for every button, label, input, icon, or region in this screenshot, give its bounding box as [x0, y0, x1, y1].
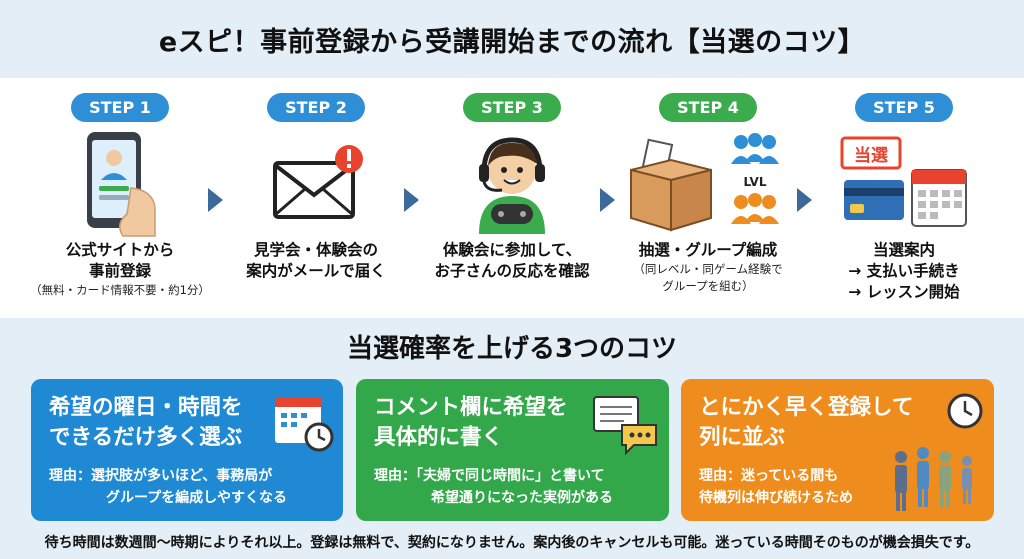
ballot-box-icon: LVL [630, 133, 779, 232]
tip-2-reason-2: 希望通りになった実例がある [431, 490, 613, 506]
step-1-text-2: 事前登録 [88, 262, 151, 280]
step-1-label: STEP 1 [71, 93, 169, 122]
speech-bubble-icon [621, 424, 657, 455]
queue-people-icon [895, 447, 972, 511]
step-arrow-3 [600, 188, 615, 212]
step-3-text-2: お子さんの反応を確認 [434, 262, 590, 280]
footer-note: 待ち時間は数週間〜時期によりそれ以上。登録は無料で、契約になりません。案内後のキ… [44, 535, 980, 551]
step-1-text-1: 公式サイトから [65, 241, 175, 259]
calendar-clock-icon [275, 397, 334, 452]
step-2-text-2: 案内がメールで届く [246, 262, 386, 280]
payment-card-icon [844, 180, 904, 220]
step-3: STEP 3 体験会に参加して、 お子さんの反応を確認 [414, 78, 610, 318]
tip-1-reason: 理由：選択肢が多いほど、事務局が グループを編成しやすくなる [49, 465, 287, 509]
tips-title: 当選確率を上げる3つのコツ [346, 334, 678, 364]
step-5-text-3: → レッスン開始 [848, 283, 960, 301]
tip-card-2: コメント欄に希望を 具体的に書く 理由：「夫婦で同じ時間に」と書いて 希望通りに… [356, 379, 669, 521]
step-arrow-1 [208, 188, 223, 212]
steps-panel: STEP 1 公式サイトから 事前登録 （無料・カード情報不要・約1分） STE… [0, 78, 1024, 318]
svg-text:LVL: LVL [744, 175, 767, 189]
step-1: STEP 1 公式サイトから 事前登録 （無料・カード情報不要・約1分） [22, 78, 218, 318]
step-5-text-1: 当選案内 [872, 241, 935, 259]
step-5-text-2: → 支払い手続き [848, 262, 960, 280]
step-5-label: STEP 5 [855, 93, 953, 122]
step-arrow-4 [797, 188, 812, 212]
clock-icon [947, 393, 983, 429]
page-title: eスピ！事前登録から受講開始までの流れ【当選のコツ】 [158, 26, 866, 58]
step-4-note-2: グループを組む） [662, 279, 754, 293]
tip-2-title-1: コメント欄に希望を [374, 395, 568, 420]
step-5: STEP 5 当選 当選案内 → 支払い手続き [806, 78, 1002, 318]
tip-2-title-2: 具体的に書く [374, 425, 504, 450]
tip-1-reason-2: グループを編成しやすくなる [106, 490, 288, 506]
step-1-note: （無料・カード情報不要・約1分） [30, 283, 210, 297]
tip-card-1: 希望の曜日・時間を できるだけ多く選ぶ 理由：選択肢が多いほど、事務局が グルー… [31, 379, 343, 521]
step-4-note-1: （同レベル・同ゲーム経験で [633, 262, 783, 276]
tip-2-reason: 理由：「夫婦で同じ時間に」と書いて 希望通りになった実例がある [374, 465, 613, 509]
tip-1-title-1: 希望の曜日・時間を [49, 395, 243, 420]
tip-card-3: とにかく早く登録して 列に並ぶ 理由：迷っている間も 待機列は伸び続けるため [681, 379, 994, 521]
svg-text:当選: 当選 [854, 145, 888, 166]
tip-3-title-2: 列に並ぶ [699, 425, 786, 450]
calendar-icon [911, 169, 967, 227]
tip-3-reason-2: 待機列は伸び続けるため [699, 490, 853, 506]
tip-1-title-2: できるだけ多く選ぶ [49, 425, 243, 450]
step-4-text-1: 抽選・グループ編成 [638, 241, 778, 259]
step-4: STEP 4 LVL 抽選・グループ編成 （同レベル・同ゲーム経験で グループを… [610, 78, 806, 318]
ballot-groups-area: LVL [623, 128, 793, 240]
step-2-label: STEP 2 [267, 93, 365, 122]
step-2: STEP 2 見学会・体験会の 案内がメールで届く [218, 78, 414, 318]
people-groups-icon: LVL [731, 133, 779, 224]
step-arrow-2 [404, 188, 419, 212]
payment-calendar-area: 当選 [829, 128, 979, 240]
tip-3-reason-1: 理由：迷っている間も [699, 468, 839, 484]
tip-3-title-1: とにかく早く登録して [699, 395, 914, 420]
tip-1-reason-1: 理由：選択肢が多いほど、事務局が [49, 468, 273, 484]
step-3-text-1: 体験会に参加して、 [442, 241, 582, 259]
document-speech-bubble-icon [593, 396, 657, 455]
step-4-label: STEP 4 [659, 93, 757, 122]
mail-alert-icon [241, 128, 391, 240]
tip-2-reason-1: 理由：「夫婦で同じ時間に」と書いて [374, 468, 605, 484]
step-3-label: STEP 3 [463, 93, 561, 122]
tip-3-reason: 理由：迷っている間も 待機列は伸び続けるため [699, 465, 853, 509]
gamer-headset-icon [437, 128, 587, 240]
step-2-text-1: 見学会・体験会の [253, 241, 378, 259]
title-band: eスピ！事前登録から受講開始までの流れ【当選のコツ】 [0, 0, 1024, 78]
smartphone-hand-icon [45, 128, 195, 240]
